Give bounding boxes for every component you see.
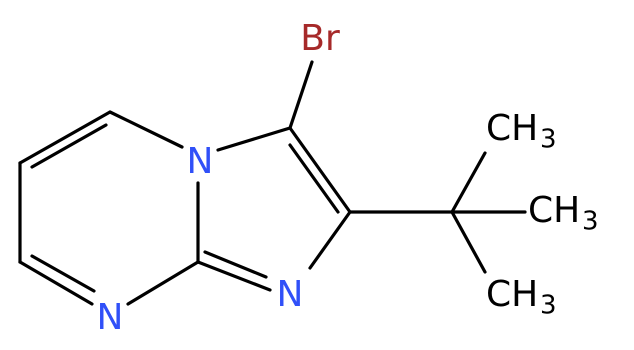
bond-c5-c6: [18, 110, 112, 165]
bond-c3-c2-double: [288, 143, 340, 214]
bond-n4-c5: [108, 110, 184, 149]
bond-c3-br: [288, 60, 314, 130]
atom-labels: Br N N N CH 3 CH 3 CH 3: [97, 18, 599, 338]
methyl-top-label: CH 3: [486, 108, 557, 155]
methyl-mid-subscript: 3: [582, 207, 599, 237]
bond-c3-c2: [288, 126, 352, 214]
methyl-bot-subscript: 3: [540, 291, 557, 321]
bond-c7-n8: [18, 260, 94, 306]
bonds: [18, 60, 527, 306]
bond-n4-c3: [216, 126, 292, 152]
bond-n1-c8a: [196, 260, 272, 292]
methyl-mid-ch: CH: [528, 190, 580, 231]
bromine-label: Br: [300, 18, 340, 59]
bond-n8-c8a: [126, 260, 200, 306]
bond-n1-c8a-double: [203, 250, 268, 279]
methyl-bot-ch: CH: [486, 274, 538, 315]
bond-c5-c6-double: [30, 123, 108, 169]
nitrogen-imidazole-label: N: [277, 274, 304, 315]
bond-c7-n8-double: [30, 254, 96, 293]
methyl-bot-label: CH 3: [486, 274, 557, 321]
methyl-top-subscript: 3: [540, 125, 557, 155]
methyl-top-ch: CH: [486, 108, 538, 149]
bond-c2-n1: [308, 210, 352, 270]
bond-cq-ch3-bot: [450, 210, 487, 274]
nitrogen-pyrimidine-label: N: [97, 297, 124, 338]
methyl-mid-label: CH 3: [528, 190, 599, 237]
nitrogen-bridgehead-label: N: [187, 141, 214, 182]
bond-cq-ch3-top: [450, 151, 487, 214]
